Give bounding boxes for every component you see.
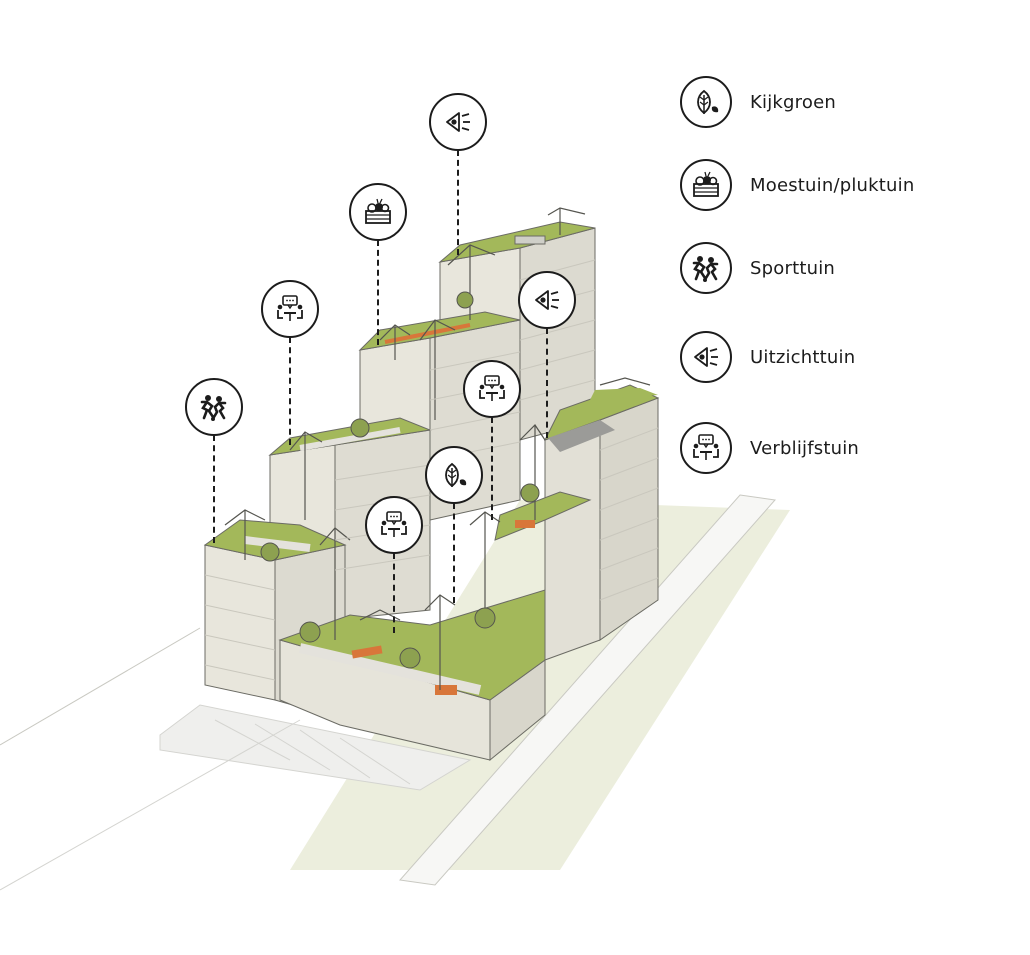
marker-verblijf-low <box>365 496 423 554</box>
leaf-icon <box>697 89 719 115</box>
marker-verblijf <box>261 280 319 338</box>
marker-verblijf-mid <box>463 360 521 418</box>
legend-label: Uitzichttuin <box>750 346 856 368</box>
legend-item: Kijkgroen <box>680 72 836 132</box>
legend-icon <box>680 331 732 383</box>
legend-label: Sporttuin <box>750 257 835 279</box>
vegetable-crate-icon <box>365 198 391 224</box>
right-block-side <box>599 397 659 641</box>
marker-leader-line <box>491 417 493 520</box>
legend-icon <box>680 76 732 128</box>
legend-item: Uitzichttuin <box>680 327 855 387</box>
marker-leader-line <box>213 435 215 543</box>
conversation-seating-icon <box>693 434 719 460</box>
legend-item: Verblijfstuin <box>680 418 859 478</box>
marker-sport <box>185 378 243 436</box>
legend-icon <box>680 242 732 294</box>
vegetable-crate-icon <box>693 171 719 197</box>
marker-leader-line <box>457 150 459 255</box>
legend-label: Kijkgroen <box>750 91 836 113</box>
sport-players-icon <box>692 256 719 282</box>
sport-players-icon <box>200 395 227 421</box>
eye-view-icon <box>446 112 470 132</box>
marker-uitzicht-right <box>518 271 576 329</box>
conversation-seating-icon <box>277 295 303 321</box>
legend-icon <box>680 159 732 211</box>
conversation-seating-icon <box>479 375 505 401</box>
legend-item: Moestuin/pluktuin <box>680 155 914 215</box>
marker-uitzicht-top <box>429 93 487 151</box>
road <box>399 494 776 886</box>
right-block-front <box>544 419 601 661</box>
marker-leader-line <box>453 503 455 603</box>
marker-leader-line <box>377 240 379 345</box>
marker-kijkgroen <box>425 446 483 504</box>
eye-view-icon <box>694 347 718 367</box>
legend-label: Moestuin/pluktuin <box>750 174 915 196</box>
marker-moestuin <box>349 183 407 241</box>
eye-view-icon <box>535 290 559 310</box>
marker-leader-line <box>546 328 548 438</box>
marker-leader-line <box>393 553 395 633</box>
conversation-seating-icon <box>381 511 407 537</box>
legend-icon <box>680 422 732 474</box>
leaf-icon <box>445 462 467 488</box>
parking-area <box>159 704 472 791</box>
left-block-front <box>204 544 276 701</box>
marker-leader-line <box>289 337 291 445</box>
legend-item: Sporttuin <box>680 238 835 298</box>
legend-label: Verblijfstuin <box>750 437 860 459</box>
